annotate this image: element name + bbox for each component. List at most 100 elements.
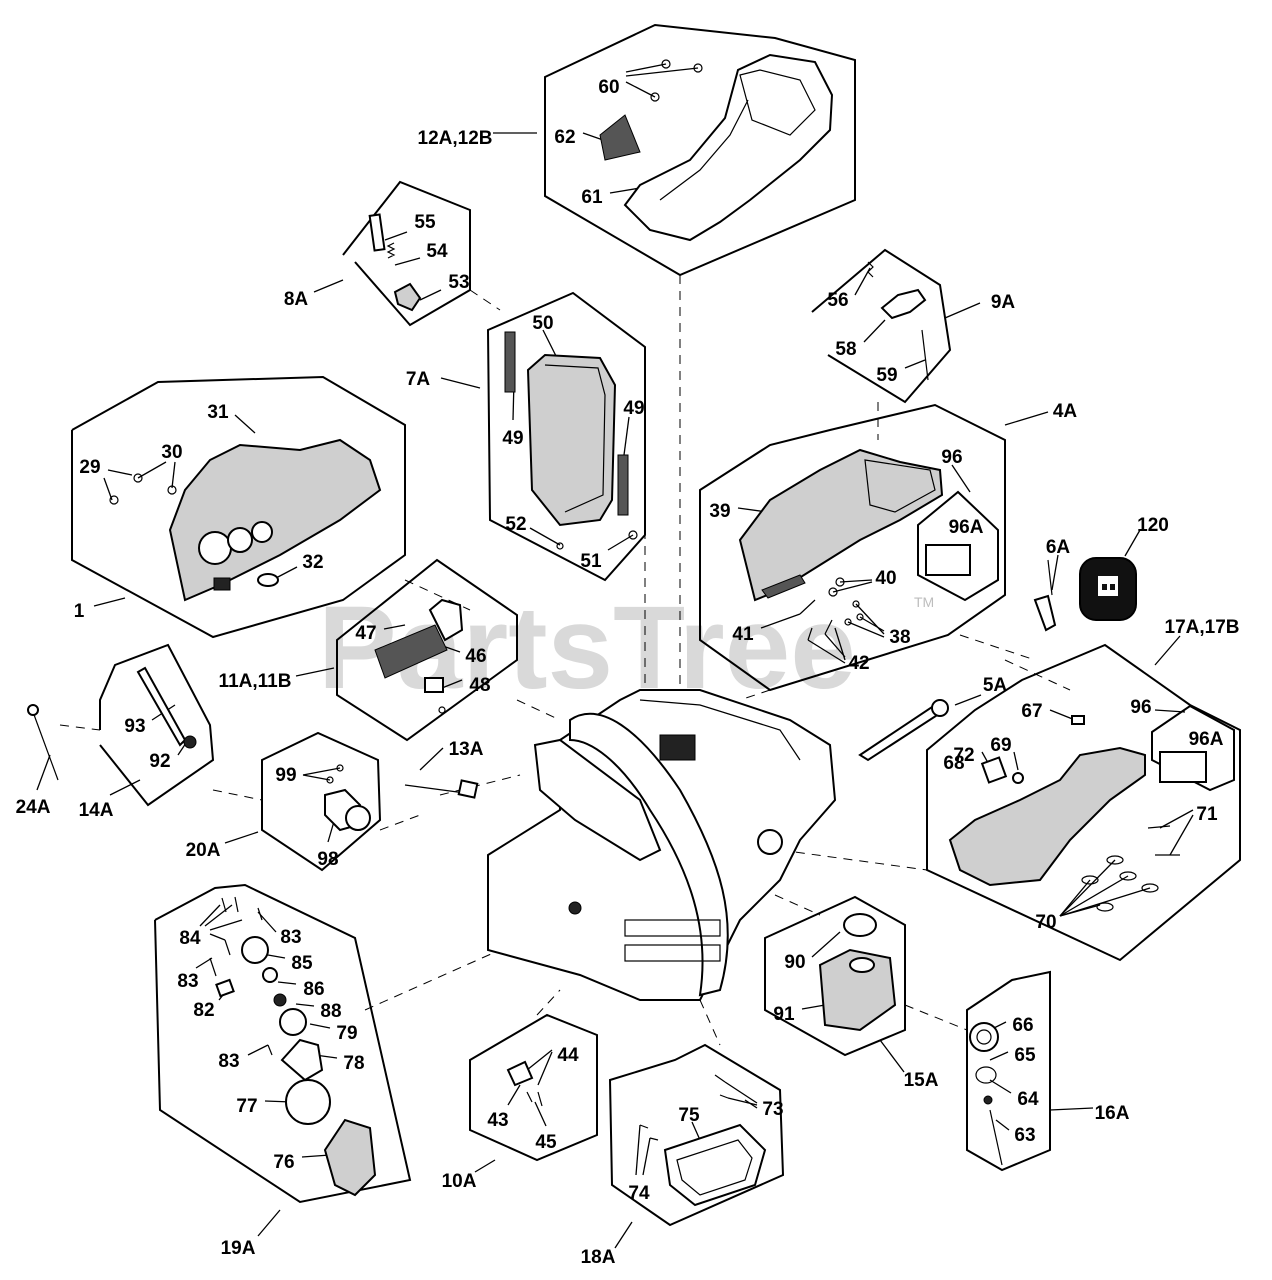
callout-12a12b: 12A,12B bbox=[418, 128, 493, 149]
callout-84: 84 bbox=[179, 928, 201, 949]
callout-13a: 13A bbox=[449, 739, 484, 760]
part-8a-trigger bbox=[368, 213, 422, 312]
callout-92: 92 bbox=[149, 751, 170, 772]
callout-39: 39 bbox=[709, 501, 730, 522]
callout-17a17b: 17A,17B bbox=[1165, 617, 1240, 638]
part-19a-starter bbox=[209, 896, 377, 1197]
callout-66: 66 bbox=[1012, 1015, 1033, 1036]
part-4a-handle-housing bbox=[738, 448, 971, 641]
callout-93: 93 bbox=[124, 716, 145, 737]
group-15a bbox=[764, 895, 906, 1057]
callout-6a: 6A bbox=[1046, 537, 1071, 558]
callout-61: 61 bbox=[581, 187, 603, 208]
callout-63: 63 bbox=[1014, 1125, 1035, 1146]
callout-47: 47 bbox=[355, 623, 376, 644]
part-15a-oil-tank bbox=[818, 913, 897, 1032]
callout-79: 79 bbox=[336, 1023, 357, 1044]
callout-9a: 9A bbox=[991, 292, 1016, 313]
group-16a bbox=[966, 970, 1051, 1172]
callout-68: 68 bbox=[943, 753, 964, 774]
callout-78: 78 bbox=[343, 1053, 364, 1074]
group-10a bbox=[469, 1013, 598, 1162]
callout-53: 53 bbox=[448, 272, 469, 293]
part-11a-air-filter bbox=[374, 598, 464, 714]
callout-18a: 18A bbox=[581, 1247, 616, 1268]
group-4a bbox=[699, 403, 1006, 692]
callout-67: 67 bbox=[1021, 701, 1042, 722]
callout-72: 72 bbox=[953, 745, 974, 766]
callout-11a11b: 11A,11B bbox=[219, 671, 292, 692]
callout-8a: 8A bbox=[284, 289, 309, 310]
callout-44: 44 bbox=[557, 1045, 579, 1066]
callout-69: 69 bbox=[990, 735, 1011, 756]
callout-83c: 83 bbox=[218, 1051, 239, 1072]
part-13a-blade bbox=[404, 779, 479, 799]
callout-24a: 24A bbox=[16, 797, 51, 818]
callout-10a: 10A bbox=[442, 1171, 477, 1192]
callout-5a: 5A bbox=[983, 675, 1008, 696]
callout-98: 98 bbox=[317, 849, 338, 870]
callout-7a: 7A bbox=[406, 369, 431, 390]
callout-4a: 4A bbox=[1053, 401, 1078, 422]
part-6a-lever bbox=[1033, 559, 1057, 632]
callout-54: 54 bbox=[426, 241, 448, 262]
part-10a-bracket bbox=[506, 1060, 543, 1107]
group-19a bbox=[154, 883, 412, 1204]
callout-55: 55 bbox=[414, 212, 436, 233]
callout-20a: 20A bbox=[186, 840, 221, 861]
callout-96b: 96 bbox=[1130, 697, 1151, 718]
callout-40: 40 bbox=[875, 568, 896, 589]
callout-88: 88 bbox=[320, 1001, 341, 1022]
callout-83b: 83 bbox=[177, 971, 198, 992]
part-14a-wrench bbox=[27, 666, 197, 781]
part-5a-scrench bbox=[858, 699, 949, 762]
callout-82: 82 bbox=[193, 1000, 214, 1021]
callout-62: 62 bbox=[554, 127, 575, 148]
callout-31: 31 bbox=[207, 402, 229, 423]
callout-59: 59 bbox=[876, 365, 897, 386]
callout-19a: 19A bbox=[221, 1238, 256, 1259]
group-96a-upper bbox=[917, 490, 999, 602]
part-1-side-cover bbox=[109, 438, 382, 602]
part-16a-fuel-cap bbox=[969, 1022, 1003, 1166]
group-8a bbox=[342, 180, 471, 327]
callout-32: 32 bbox=[302, 552, 323, 573]
watermark-tm: TM bbox=[914, 594, 934, 610]
callout-16a: 16A bbox=[1095, 1103, 1130, 1124]
callout-56: 56 bbox=[827, 290, 848, 311]
group-18a bbox=[608, 1043, 785, 1227]
callout-29: 29 bbox=[79, 457, 100, 478]
callout-77: 77 bbox=[236, 1096, 257, 1117]
callout-70: 70 bbox=[1035, 912, 1056, 933]
callout-60: 60 bbox=[598, 77, 619, 98]
callout-41: 41 bbox=[732, 624, 754, 645]
callout-64: 64 bbox=[1017, 1089, 1039, 1110]
callout-58: 58 bbox=[835, 339, 856, 360]
callout-51: 51 bbox=[580, 551, 602, 572]
callout-74: 74 bbox=[628, 1183, 650, 1204]
callout-120: 120 bbox=[1137, 515, 1169, 536]
callout-49a: 49 bbox=[502, 428, 523, 449]
callout-43: 43 bbox=[487, 1110, 508, 1131]
part-18a-guard bbox=[639, 1074, 767, 1207]
callout-45: 45 bbox=[535, 1132, 557, 1153]
callout-91: 91 bbox=[773, 1004, 795, 1025]
callout-75: 75 bbox=[678, 1105, 700, 1126]
callout-96ab: 96A bbox=[1189, 729, 1224, 750]
callout-46: 46 bbox=[465, 646, 486, 667]
callout-85: 85 bbox=[291, 953, 313, 974]
part-20a-oil-pump bbox=[324, 764, 371, 832]
callout-14a: 14A bbox=[79, 800, 114, 821]
group-12a bbox=[544, 23, 856, 277]
callout-96a: 96 bbox=[941, 447, 962, 468]
callout-71: 71 bbox=[1196, 804, 1218, 825]
part-17a-handle bbox=[948, 715, 1207, 912]
callout-52: 52 bbox=[505, 514, 526, 535]
callout-73: 73 bbox=[762, 1099, 783, 1120]
callout-15a: 15A bbox=[904, 1070, 939, 1091]
callout-99: 99 bbox=[275, 765, 296, 786]
callout-1: 1 bbox=[74, 601, 85, 622]
